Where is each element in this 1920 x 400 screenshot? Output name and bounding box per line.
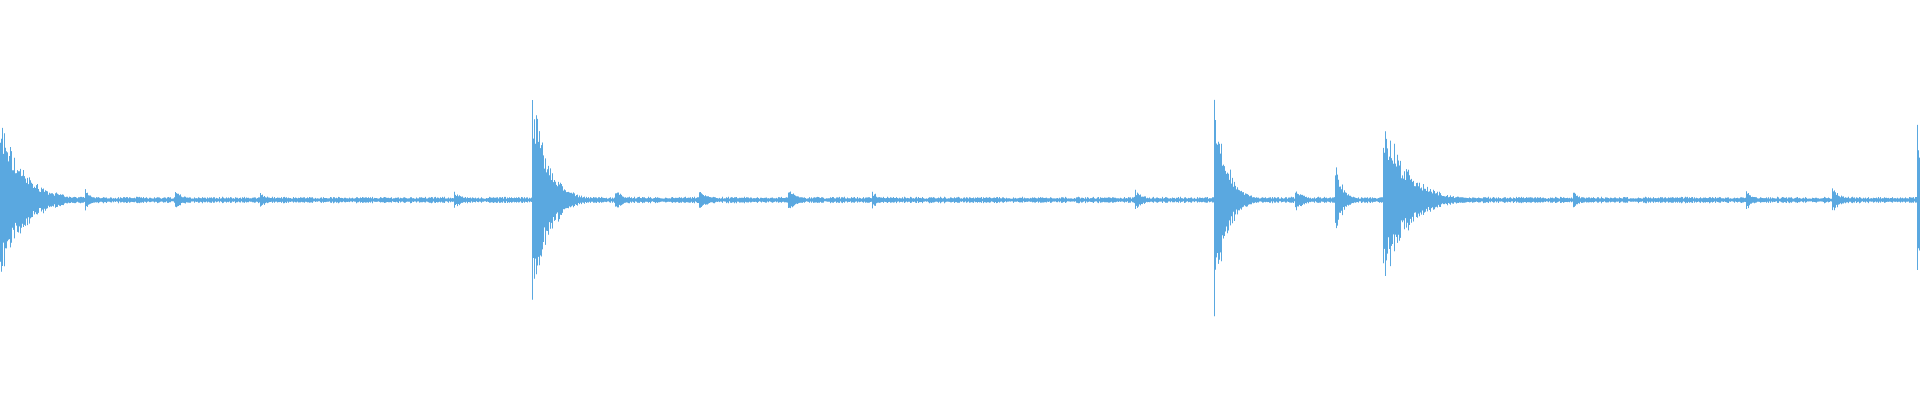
waveform-path [0, 99, 1920, 317]
waveform-trace [0, 99, 1920, 317]
